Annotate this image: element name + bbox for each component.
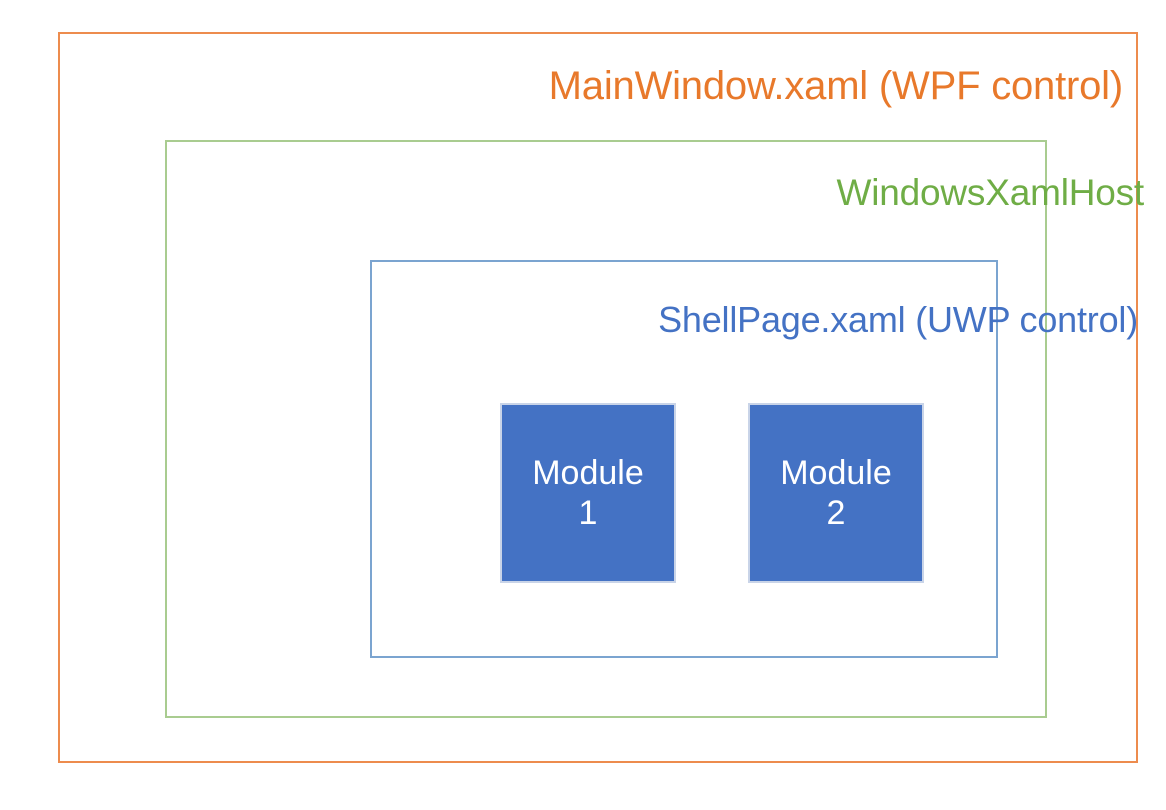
module-1-number: 1 <box>578 494 598 532</box>
module-box-1: Module 1 <box>500 403 676 583</box>
layer-box-shellpage <box>370 260 998 658</box>
layer-label-shellpage: ShellPage.xaml (UWP control) <box>658 299 1138 340</box>
layer-box-mainwindow <box>58 32 1138 763</box>
layer-label-windowsxamlhost: WindowsXamlHost <box>836 172 1145 213</box>
module-box-2: Module 2 <box>748 403 924 583</box>
module-1-name: Module <box>532 453 644 492</box>
layer-box-windowsxamlhost <box>165 140 1047 718</box>
module-2-number: 2 <box>826 494 846 532</box>
module-2-name: Module <box>780 453 892 492</box>
layer-label-mainwindow: MainWindow.xaml (WPF control) <box>548 64 1124 108</box>
